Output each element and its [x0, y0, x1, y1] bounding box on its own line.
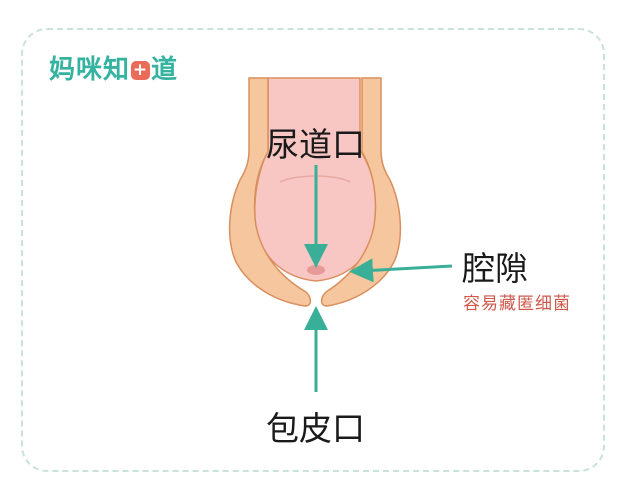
urethral-meatus-mark: [307, 265, 325, 275]
arrow-to-preputial-cavity: [349, 258, 453, 283]
logo-char-3: 知: [103, 55, 131, 85]
brand-logo: 妈咪知+道: [49, 55, 178, 85]
diagram-frame: [21, 28, 605, 472]
logo-char-1: 妈: [49, 55, 77, 85]
logo-char-4: 道: [151, 55, 179, 85]
logo-char-2: 咪: [76, 55, 104, 85]
label-preputial-opening: 包皮口: [266, 409, 365, 448]
label-cavity-note: 容易藏匿细菌: [463, 294, 571, 314]
label-urethral-opening: 尿道口: [266, 125, 365, 164]
plus-icon: +: [131, 60, 151, 80]
label-preputial-cavity: 腔隙: [462, 249, 528, 288]
